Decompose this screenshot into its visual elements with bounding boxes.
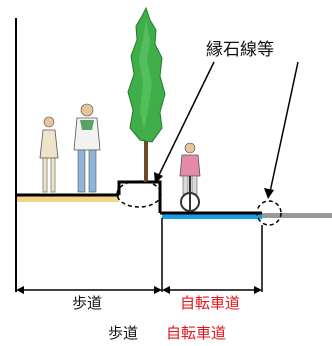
curb-step: [117, 180, 162, 213]
tree-trunk: [144, 136, 148, 182]
road-edge-callout-circle: [256, 200, 282, 226]
curb-callout-ellipse: [116, 180, 162, 208]
curb-line-label: 縁石線等: [206, 40, 274, 60]
leader-arrow-curb: [157, 61, 215, 178]
sidewalk-dimension-label: 歩道: [72, 294, 103, 312]
sidewalk-surface: [17, 196, 119, 202]
leader-arrowhead-curb: [154, 172, 163, 184]
tree-foliage-highlight: [139, 20, 152, 130]
leader-arrowhead-road-edge: [264, 188, 274, 199]
bike-lane-surface: [162, 213, 262, 219]
leader-arrow-road-edge: [269, 61, 299, 193]
sidewalk-caption: 歩道: [108, 324, 139, 342]
bikelane-dimension-label: 自転車道: [180, 294, 241, 312]
road-surface: [262, 213, 332, 218]
dimension-arrow-bikelane-right: [254, 286, 262, 294]
dimension-arrow-sidewalk-left: [16, 286, 24, 294]
dimension-arrow-bikelane-left: [162, 286, 170, 294]
cyclist: [179, 142, 201, 212]
bikelane-caption: 自転車道: [166, 324, 227, 342]
dimension-arrow-sidewalk-right: [154, 286, 162, 294]
street-tree: [127, 6, 166, 182]
pedestrian-man: [73, 103, 101, 193]
pedestrian-woman: [39, 116, 59, 193]
